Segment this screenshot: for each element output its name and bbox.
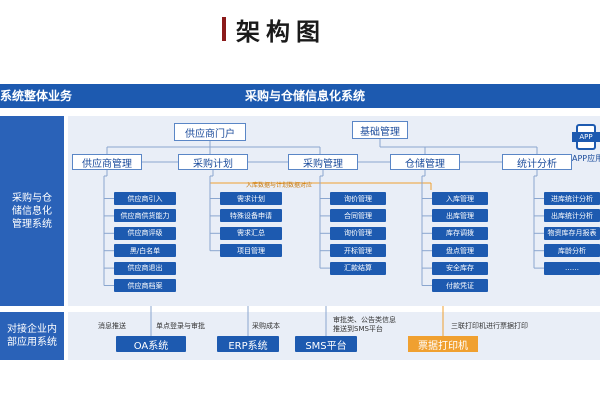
note-approval-sms: 审批类、公告类信息 推送到SMS平台 <box>333 316 396 333</box>
module-1-item: 供应商评级 <box>114 226 176 240</box>
header-center-label: 采购与仓储信息化系统 <box>245 89 366 103</box>
module-3-item: 汇款结算 <box>330 261 386 275</box>
module-4-item: 库存调拨 <box>432 226 488 240</box>
page-title: 架构图 <box>236 17 326 46</box>
module-header-5: 统计分析 <box>502 154 572 170</box>
module-1-item: 供应商引入 <box>114 192 176 205</box>
module-4-item: 安全库存 <box>432 261 488 275</box>
module-2-item: 需求计划 <box>220 192 282 205</box>
basic-mgmt-box: 基础管理 <box>352 121 408 139</box>
module-4-item: 盘点管理 <box>432 244 488 258</box>
header-bar <box>0 84 600 108</box>
note-msg-push: 消息推送 <box>98 322 126 330</box>
note-printer: 三联打印机进行票据打印 <box>451 322 528 330</box>
erp-system-box: ERP系统 <box>217 336 279 352</box>
oa-system-box: OA系统 <box>116 336 186 352</box>
side-panel-top-text: 采购与仓 储信息化 管理系统 <box>12 192 52 230</box>
module-1-item: 供应商供货能力 <box>114 209 176 223</box>
page-title-bar: 架构图 <box>222 14 326 46</box>
header-left-label: 系统整体业务 <box>0 89 73 103</box>
note-purchase-cost: 采购成本 <box>252 322 280 330</box>
module-header-3: 采购管理 <box>288 154 358 170</box>
module-header-1: 供应商管理 <box>72 154 142 170</box>
module-header-2: 采购计划 <box>178 154 248 170</box>
module-2-item: 项目管理 <box>220 244 282 258</box>
module-1-item: 黑/白名单 <box>114 244 176 258</box>
module-5-item: …… <box>544 261 600 275</box>
module-5-item: 进库统计分析 <box>544 192 600 205</box>
note-sso: 单点登录与审批 <box>156 322 205 330</box>
app-phone-icon: APP <box>572 124 600 150</box>
side-panel-bottom-text: 对接企业内 部应用系统 <box>7 324 57 348</box>
module-1-item: 供应商退出 <box>114 261 176 275</box>
module-4-item: 付款凭证 <box>432 279 488 292</box>
app-icon-label: APP <box>572 132 600 142</box>
module-4-item: 出库管理 <box>432 209 488 223</box>
side-panel-top: 采购与仓 储信息化 管理系统 <box>0 116 64 306</box>
module-3-item: 询价管理 <box>330 192 386 205</box>
supplier-portal-box: 供应商门户 <box>174 123 246 141</box>
module-5-item: 物资库存月报表 <box>544 226 600 240</box>
module-2-item: 需求汇总 <box>220 226 282 240</box>
module-5-item: 出库统计分析 <box>544 209 600 223</box>
module-3-item: 开标管理 <box>330 244 386 258</box>
printer-box: 票据打印机 <box>408 336 478 352</box>
title-accent-bar <box>222 17 226 41</box>
sms-platform-box: SMS平台 <box>295 336 357 352</box>
module-5-item: 库龄分析 <box>544 244 600 258</box>
module-4-item: 入库管理 <box>432 192 488 205</box>
module-3-item: 询价管理 <box>330 226 386 240</box>
module-3-item: 合同管理 <box>330 209 386 223</box>
side-panel-bottom: 对接企业内 部应用系统 <box>0 312 64 360</box>
app-label: APP应用 <box>572 154 600 163</box>
module-1-item: 供应商档案 <box>114 279 176 292</box>
module-header-4: 仓储管理 <box>390 154 460 170</box>
orange-link-label: 入库数据与计划数据对应 <box>246 182 313 189</box>
module-2-item: 特殊设备申请 <box>220 209 282 223</box>
